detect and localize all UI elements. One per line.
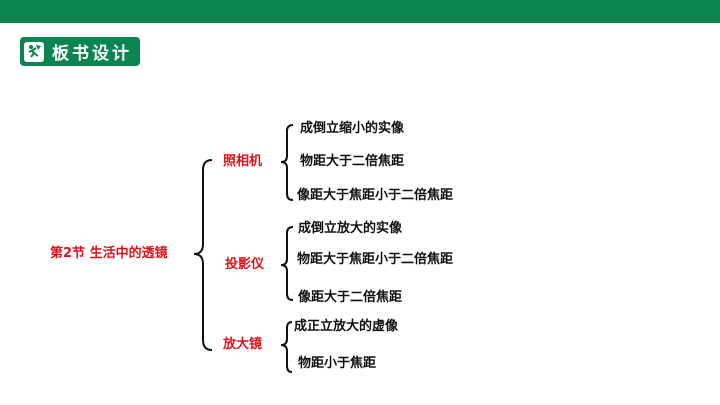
badge-title: 板书设计 [52,44,132,64]
branch-projector: 投影仪 [225,257,265,272]
branch-brace-3 [280,321,293,373]
root-topic: 第2节 生活中的透镜 [50,246,168,261]
branch-magnifier: 放大镜 [223,337,263,352]
leaf-item: 成倒立放大的实像 [298,221,403,236]
leaf-item: 物距大于焦距小于二倍焦距 [297,252,454,267]
top-bar [0,0,720,23]
runner-flag-icon [24,41,44,62]
leaf-item: 物距小于焦距 [298,356,377,371]
leaf-item: 物距大于二倍焦距 [300,154,405,169]
leaf-item: 成正立放大的虚像 [294,319,399,334]
section-badge: 板书设计 [20,37,140,66]
leaf-item: 像距大于焦距小于二倍焦距 [297,188,454,203]
branch-camera: 照相机 [223,154,263,169]
branch-brace-2 [280,226,294,301]
leaf-item: 成倒立缩小的实像 [300,121,405,136]
root-brace [193,159,213,351]
branch-brace-1 [280,124,294,201]
leaf-item: 像距大于二倍焦距 [298,290,403,305]
